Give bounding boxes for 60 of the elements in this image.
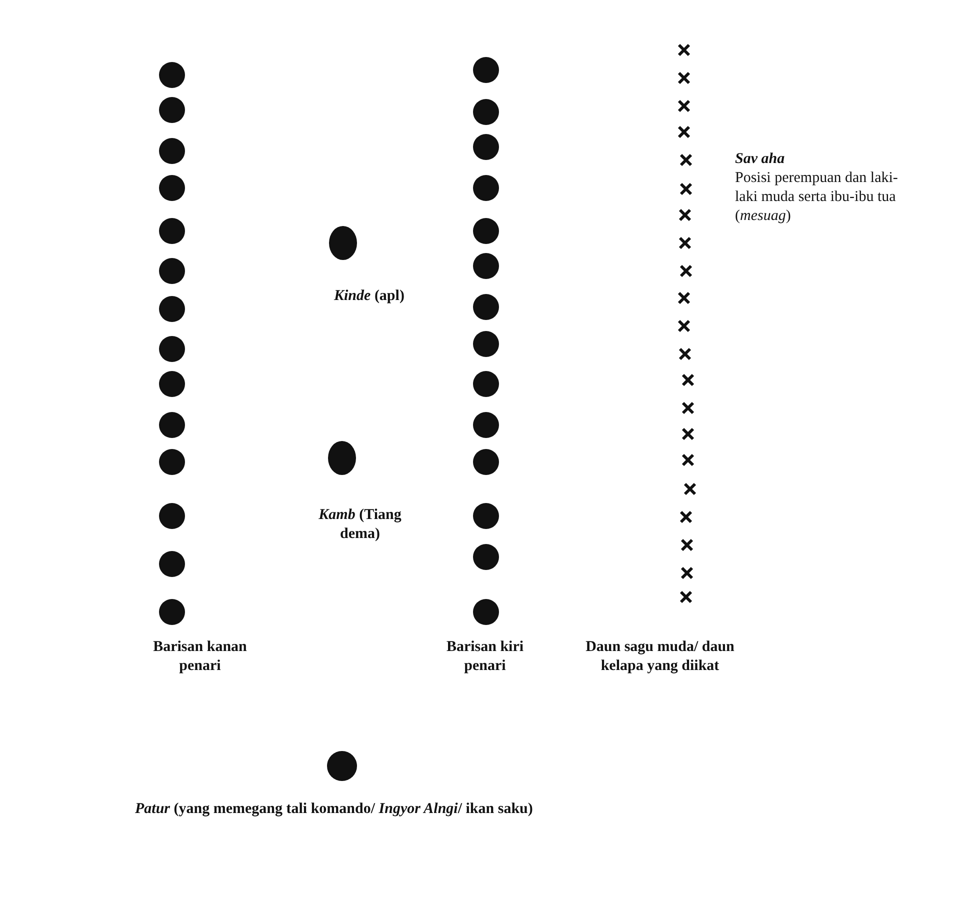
cross-mark — [681, 427, 695, 441]
cross-mark — [677, 291, 691, 305]
dancer-dot — [159, 97, 185, 123]
dancer-dot — [159, 551, 185, 577]
cross-mark — [679, 510, 693, 524]
column-caption: Barisan kiri penari — [445, 638, 525, 676]
dancer-dot — [159, 503, 185, 529]
cross-mark — [679, 182, 693, 196]
dancer-dot — [473, 412, 499, 438]
cross-mark — [680, 538, 694, 552]
cross-mark — [677, 71, 691, 85]
dancer-dot — [473, 134, 499, 160]
column-caption: Barisan kanan penari — [152, 638, 248, 676]
dancer-dot — [159, 449, 185, 475]
cross-mark — [678, 208, 692, 222]
dancer-dot — [329, 226, 357, 260]
note-text: Posisi perempuan dan laki-laki muda serta ibu-ibu tua (mesuag) — [735, 169, 899, 226]
cross-mark — [677, 125, 691, 139]
dancer-dot — [159, 258, 185, 284]
cross-mark — [677, 43, 691, 57]
dancer-dot — [159, 371, 185, 397]
cross-mark — [679, 153, 693, 167]
cross-mark — [679, 590, 693, 604]
dancer-dot — [473, 599, 499, 625]
cross-mark — [677, 99, 691, 113]
dancer-dot — [159, 62, 185, 88]
dancer-dot — [473, 57, 499, 83]
dancer-dot — [328, 441, 356, 475]
dancer-dot — [159, 138, 185, 164]
dancer-dot — [159, 218, 185, 244]
dot-caption: Kinde (apl) — [334, 287, 406, 306]
dancer-dot — [327, 751, 357, 781]
dancer-dot — [473, 503, 499, 529]
cross-mark — [679, 264, 693, 278]
dancer-dot — [473, 253, 499, 279]
dancer-dot — [159, 336, 185, 362]
dancer-dot — [159, 412, 185, 438]
dancer-dot — [473, 331, 499, 357]
dancer-dot — [473, 99, 499, 125]
cross-mark — [681, 401, 695, 415]
cross-mark — [677, 319, 691, 333]
cross-mark — [683, 482, 697, 496]
dancer-dot — [473, 218, 499, 244]
dancer-dot — [473, 294, 499, 320]
dot-caption: Kamb (Tiang dema) — [318, 506, 402, 544]
cross-mark — [680, 566, 694, 580]
dancer-dot — [159, 175, 185, 201]
cross-mark — [678, 347, 692, 361]
cross-mark — [681, 453, 695, 467]
dancer-dot — [473, 371, 499, 397]
dancer-dot — [473, 544, 499, 570]
heading-text: Sav aha — [735, 150, 786, 169]
dancer-dot — [473, 449, 499, 475]
dancer-dot — [473, 175, 499, 201]
column-caption: Daun sagu muda/ daun kelapa yang diikat — [584, 638, 736, 676]
dancer-dot — [159, 296, 185, 322]
dancer-dot — [159, 599, 185, 625]
dot-caption: Patur (yang memegang tali komando/ Ingyor Alngi/ ikan saku) — [135, 800, 534, 819]
cross-mark — [678, 236, 692, 250]
cross-mark — [681, 373, 695, 387]
